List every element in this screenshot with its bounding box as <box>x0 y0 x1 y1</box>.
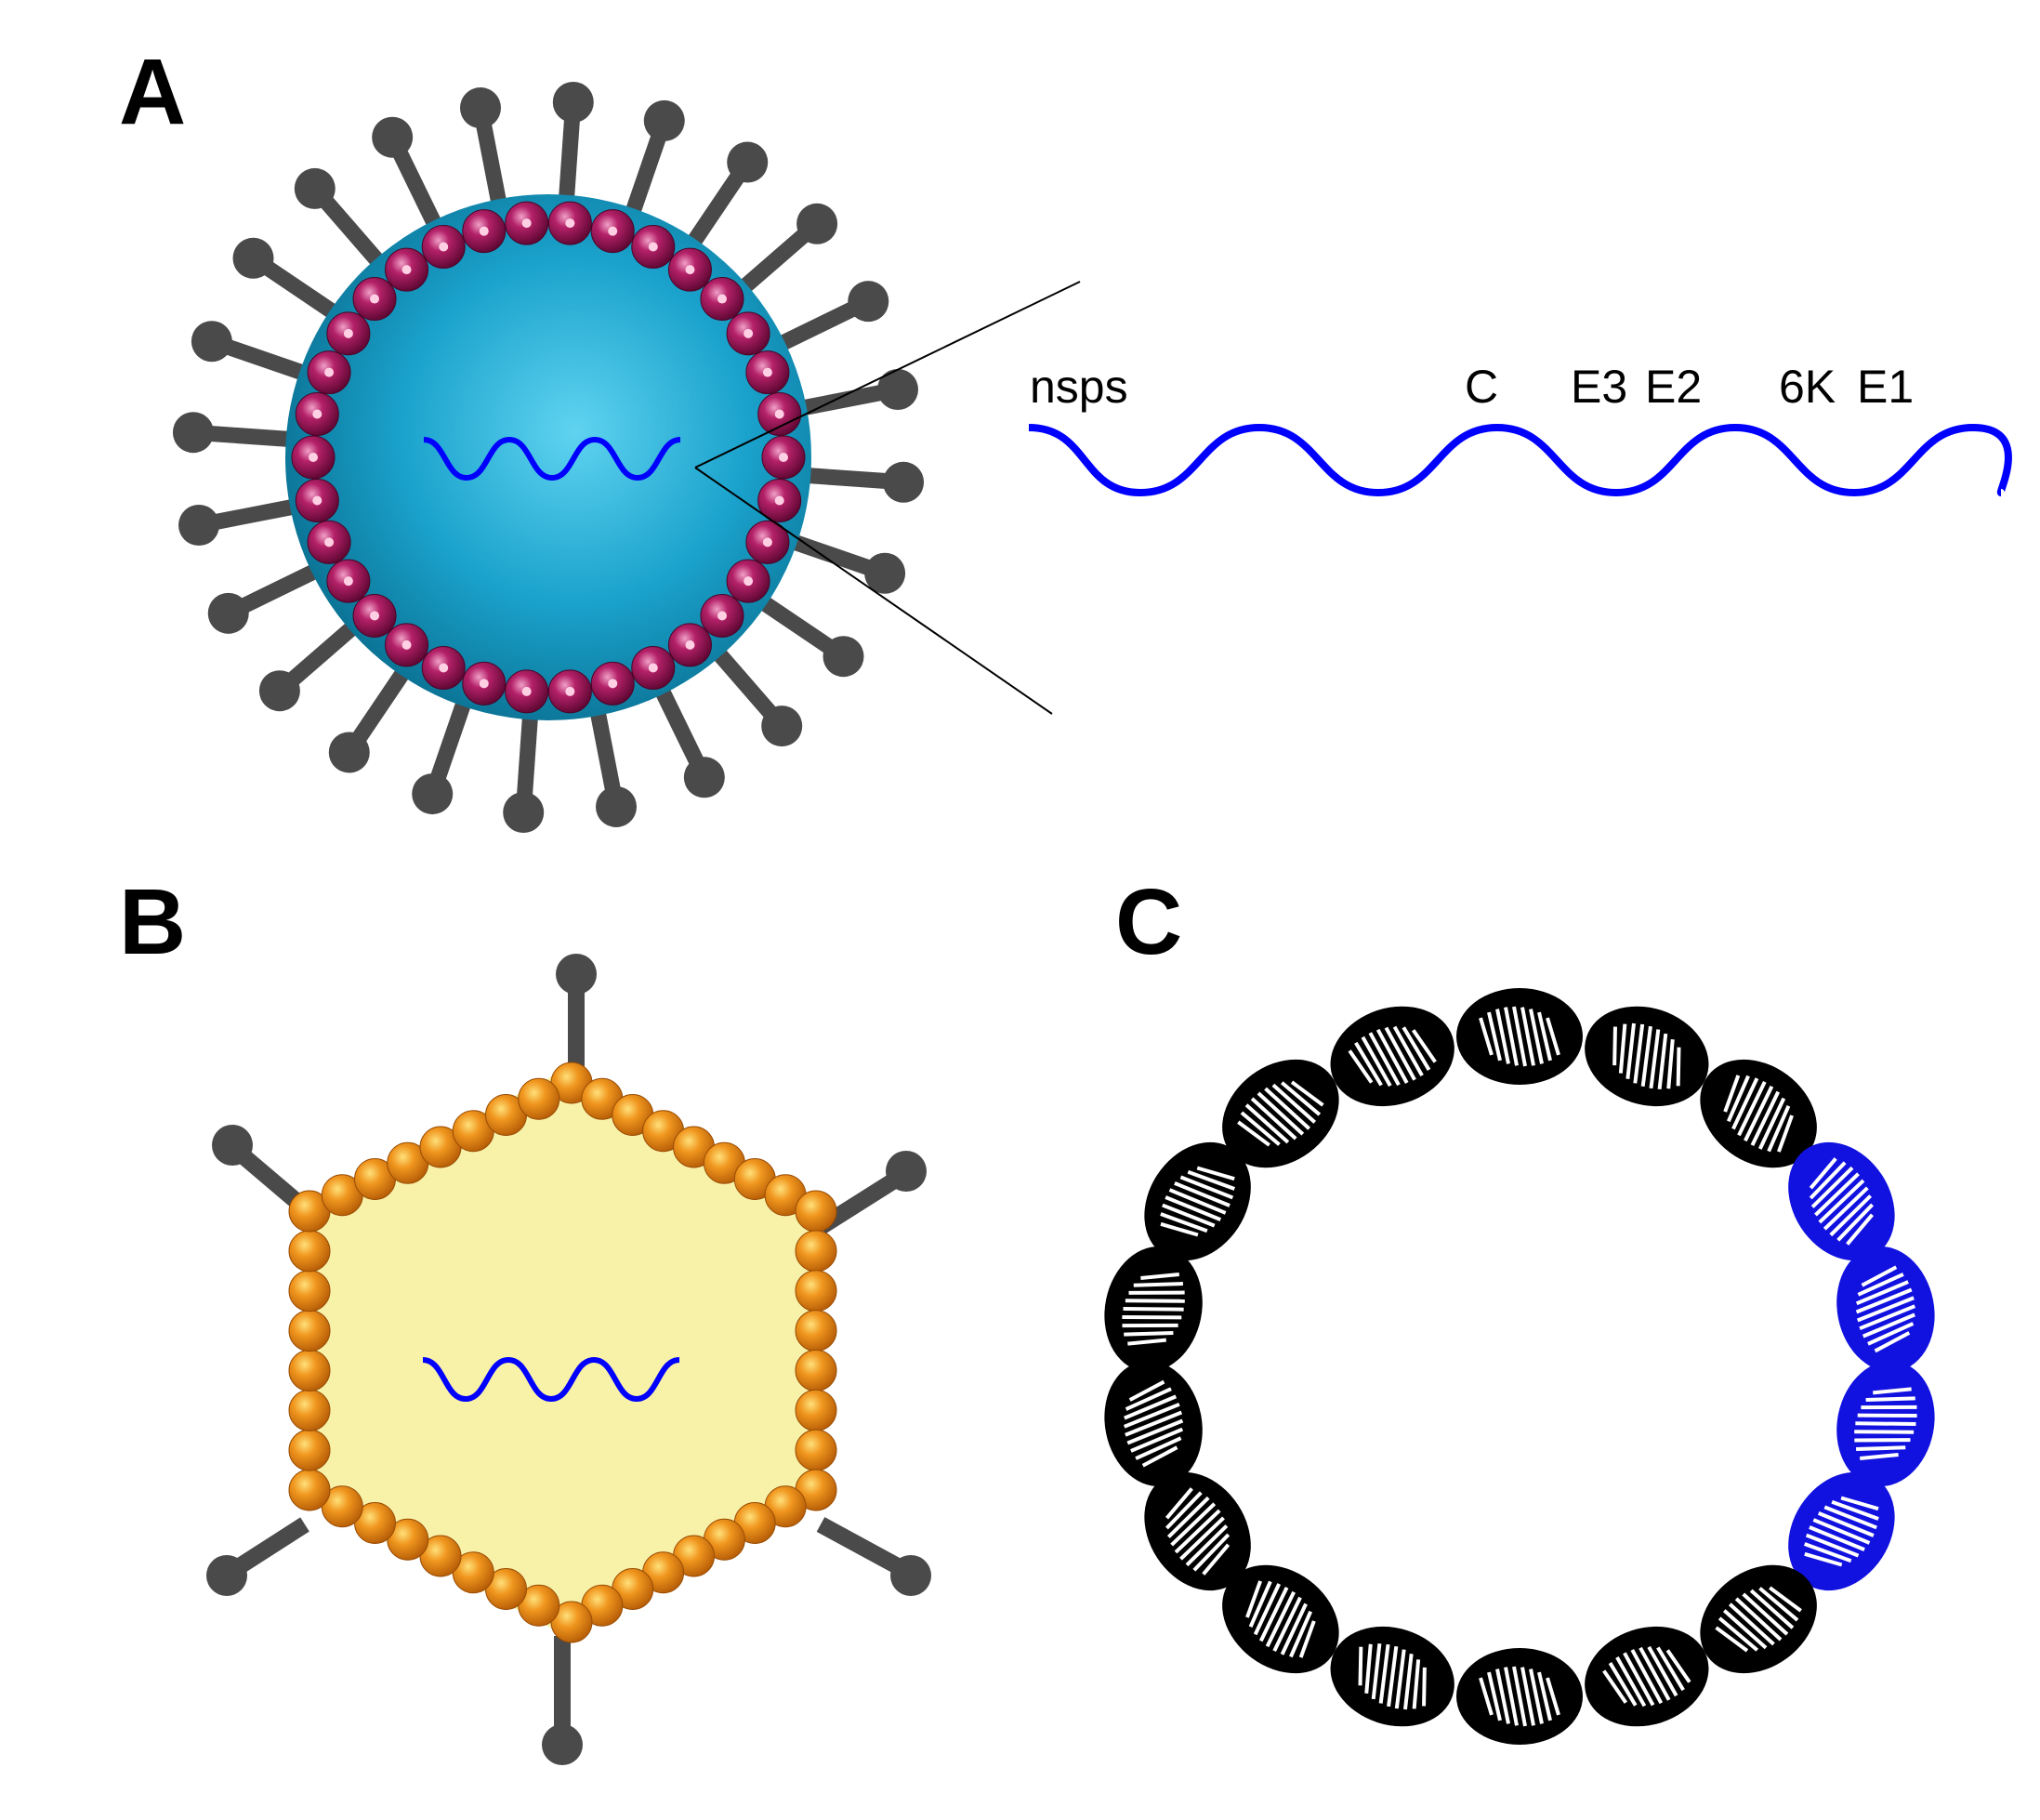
plasmid-ring <box>1104 988 1935 1745</box>
capsid-bead <box>700 593 744 638</box>
capsid-bead <box>462 661 507 706</box>
capsid-bead <box>547 201 592 245</box>
genome-diagram: nsps C E3 E2 6K E1 <box>1028 361 2012 497</box>
capsid-bead <box>795 1389 837 1431</box>
capsid-bead <box>295 392 339 437</box>
capsid-ring-a <box>291 201 806 714</box>
spike <box>542 1636 583 1765</box>
capsid-bead <box>667 247 712 292</box>
capsid-bead <box>795 1310 837 1352</box>
capsid-bead <box>547 669 592 714</box>
plasmid-segment <box>1330 1006 1454 1107</box>
capsid-bead <box>291 435 336 480</box>
capsid-bead <box>288 1270 331 1312</box>
capsid-bead <box>421 225 466 270</box>
gene-label-c: C <box>1465 361 1498 413</box>
spike <box>556 954 597 1071</box>
capsid-bead <box>667 623 712 667</box>
capsid-bead <box>326 559 371 603</box>
capsid-bead <box>385 623 429 667</box>
plasmid-segment <box>1104 1246 1203 1372</box>
gene-label-6k: 6K <box>1779 361 1836 413</box>
capsid-bead <box>700 277 744 322</box>
hexagon-capsid <box>305 1071 821 1634</box>
plasmid-insert-segment <box>1788 1141 1895 1261</box>
virion-a <box>172 81 925 834</box>
spike <box>816 1151 927 1234</box>
capsid-bead <box>288 1469 331 1511</box>
zoom-line-lower <box>694 467 1053 715</box>
gene-label-e2: E2 <box>1645 361 1702 413</box>
capsid-bead <box>385 247 429 292</box>
plasmid-segment <box>1700 1564 1817 1674</box>
capsid-bead <box>795 1349 837 1391</box>
capsid-bead <box>462 209 507 254</box>
plasmid-segment <box>1330 1626 1454 1727</box>
capsid-bead <box>726 311 770 356</box>
gene-label-e3: E3 <box>1571 361 1627 413</box>
capsid-bead <box>726 559 770 603</box>
capsid-bead <box>295 478 339 522</box>
plasmid-segment <box>1585 1626 1709 1727</box>
capsid-bead <box>307 350 351 395</box>
rna-genome-b <box>422 1356 680 1403</box>
plasmid-insert-segment <box>1836 1246 1935 1372</box>
capsid-bead <box>352 593 397 638</box>
capsid-bead <box>288 1389 331 1431</box>
spike <box>212 1125 310 1215</box>
capsid-bead <box>288 1310 331 1352</box>
gene-label-e1: E1 <box>1857 361 1914 413</box>
capsid-bead <box>631 225 676 270</box>
particle-b <box>206 954 931 1765</box>
capsid-bead <box>761 435 806 480</box>
panel-label-c: C <box>1115 870 1182 974</box>
capsid-bead <box>757 478 802 522</box>
spike <box>816 1517 931 1596</box>
capsid-bead <box>795 1190 837 1233</box>
capsid-bead <box>421 645 466 690</box>
capsid-bead <box>745 350 790 395</box>
capsid-bead <box>631 645 676 690</box>
zoom-line-upper <box>694 281 1081 468</box>
spike <box>206 1517 309 1596</box>
panel-label-a: A <box>119 40 186 144</box>
genome-rna-strand <box>1028 423 2012 497</box>
capsid-bead <box>307 520 351 564</box>
plasmid-segment <box>1222 1059 1339 1168</box>
plasmid-segment <box>1144 1141 1251 1261</box>
capsid-bead <box>757 392 802 437</box>
capsid-bead <box>745 520 790 564</box>
plasmid-insert-segment <box>1788 1471 1895 1591</box>
capsid-bead <box>795 1270 837 1312</box>
rna-genome-a <box>423 436 681 481</box>
capsid-bead <box>590 661 635 706</box>
capsid-bead <box>326 311 371 356</box>
viral-envelope <box>285 194 811 720</box>
plasmid-segment <box>1456 988 1583 1085</box>
plasmid-segment <box>1104 1361 1203 1487</box>
plasmid-segment <box>1144 1471 1251 1591</box>
plasmid-insert-segment <box>1836 1361 1935 1487</box>
capsid-bead <box>518 1077 560 1120</box>
capsid-bead <box>795 1230 837 1273</box>
panel-label-b: B <box>119 870 186 974</box>
capsid-bead <box>795 1429 837 1471</box>
bead-ring-b <box>288 1062 837 1643</box>
plasmid-segment <box>1585 1006 1709 1107</box>
capsid-bead <box>590 209 635 254</box>
capsid-bead <box>288 1230 331 1273</box>
plasmid-segment <box>1700 1059 1817 1168</box>
plasmid-segment <box>1222 1564 1339 1674</box>
capsid-bead <box>288 1349 331 1391</box>
capsid-bead <box>505 201 549 245</box>
plasmid-segment <box>1456 1648 1583 1745</box>
capsid-bead <box>505 669 549 714</box>
capsid-bead <box>352 277 397 322</box>
gene-label-nsps: nsps <box>1030 361 1128 413</box>
capsid-bead <box>288 1429 331 1471</box>
